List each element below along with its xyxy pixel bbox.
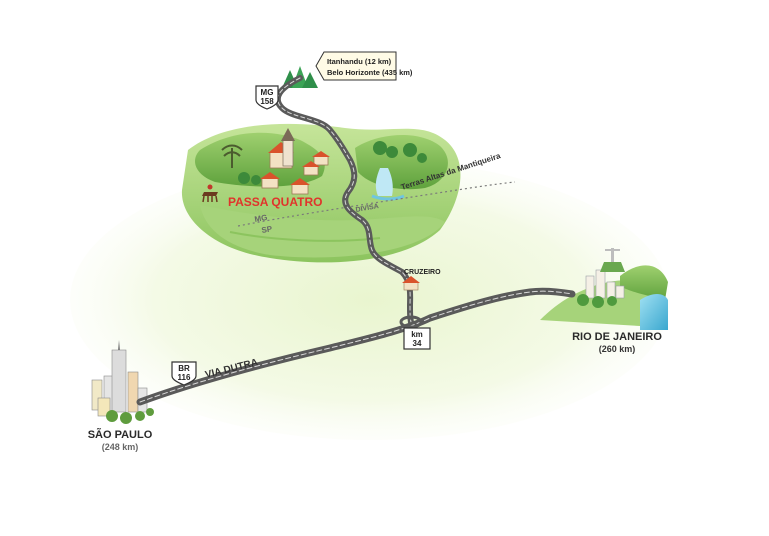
km34-line1: km xyxy=(411,330,423,339)
signpost: Itanhandu (12 km) Belo Horizonte (435 km… xyxy=(315,51,413,81)
cruzeiro-label: CRUZEIRO xyxy=(404,269,441,276)
mantiqueira-region xyxy=(181,123,461,263)
divisa-label: DIVISA xyxy=(355,203,379,214)
waterfall xyxy=(375,168,393,196)
mg158-line1: MG xyxy=(261,88,274,97)
sao-paulo-name: SÃO PAULO xyxy=(88,428,153,441)
christ-redeemer-icon xyxy=(600,248,625,272)
mg158-line2: 158 xyxy=(260,97,274,106)
signpost-line1: Itanhandu (12 km) xyxy=(327,57,392,66)
cruzeiro-marker xyxy=(402,276,420,291)
rio-distance: (260 km) xyxy=(599,344,636,354)
br116-line2: 116 xyxy=(178,373,191,382)
br116-shield-icon: BR 116 xyxy=(171,361,197,386)
passa-quatro-town xyxy=(202,128,330,203)
town-label: PASSA QUATRO xyxy=(228,195,322,209)
rio-scenery xyxy=(540,248,668,330)
horse-rider-icon xyxy=(202,184,218,203)
km34-line2: 34 xyxy=(413,339,422,348)
rio-name: RIO DE JANEIRO xyxy=(572,331,662,343)
mg158-shield-icon: MG 158 xyxy=(255,85,279,110)
km34-sign-icon: km 34 xyxy=(403,327,431,350)
signpost-line2: Belo Horizonte (435 km) xyxy=(327,68,413,77)
br116-line1: BR xyxy=(178,364,190,373)
sao-paulo-distance: (248 km) xyxy=(102,442,139,452)
state-sp-label: SP xyxy=(261,224,274,235)
state-border-line xyxy=(237,181,516,227)
state-mg-label: MG xyxy=(254,213,268,224)
